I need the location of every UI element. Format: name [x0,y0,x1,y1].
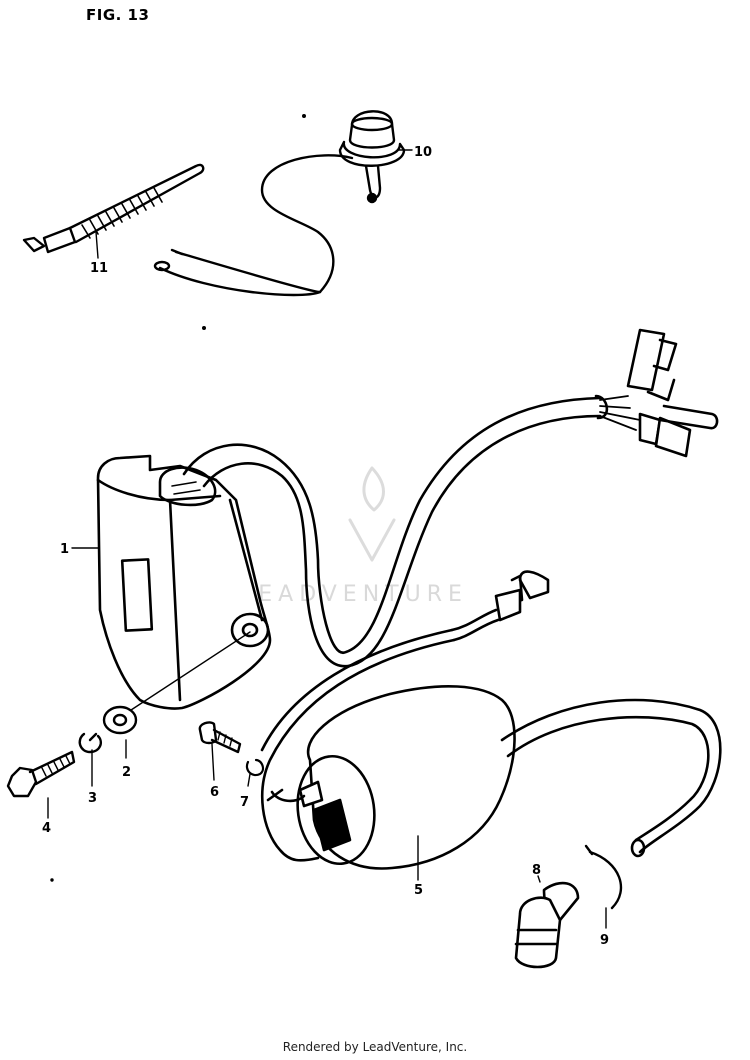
part-6-screw [198,721,242,754]
scan-speck [202,326,206,330]
callout-7: 7 [240,795,249,810]
scan-speck [302,114,306,118]
part-9-retaining-ring [584,844,623,910]
callout-3: 3 [88,791,97,806]
part-10-switch [153,110,406,297]
callout-4: 4 [42,821,51,836]
callout-8: 8 [532,863,541,878]
scan-speck [50,878,54,882]
part-8-plug-cap [514,881,580,969]
part-2-washer [102,705,138,735]
figure-label: FIG. 13 [86,6,150,24]
callout-1: 1 [60,542,69,557]
callout-9: 9 [600,933,609,948]
part-5-ignition-coil [260,570,722,870]
part-1-cdi-unit [96,328,719,710]
watermark-text: LEADVENTURE [240,582,468,607]
part-11-cable-tie [22,163,205,254]
callout-labels: 1 2 3 4 5 6 7 8 9 10 11 [42,145,609,948]
callout-11: 11 [90,261,108,276]
callout-leader-lines [47,149,607,929]
callout-5: 5 [414,883,423,898]
render-credit: Rendered by LeadVenture, Inc. [282,1040,468,1054]
part-3-spring-washer [78,732,102,754]
part-4-bolt [6,750,76,798]
callout-2: 2 [122,765,131,780]
part-7-lock-washer [245,758,265,777]
callout-10: 10 [414,145,432,160]
callout-6: 6 [210,785,219,800]
watermark-logo [348,466,396,562]
leader-line-part-1 [127,631,251,713]
